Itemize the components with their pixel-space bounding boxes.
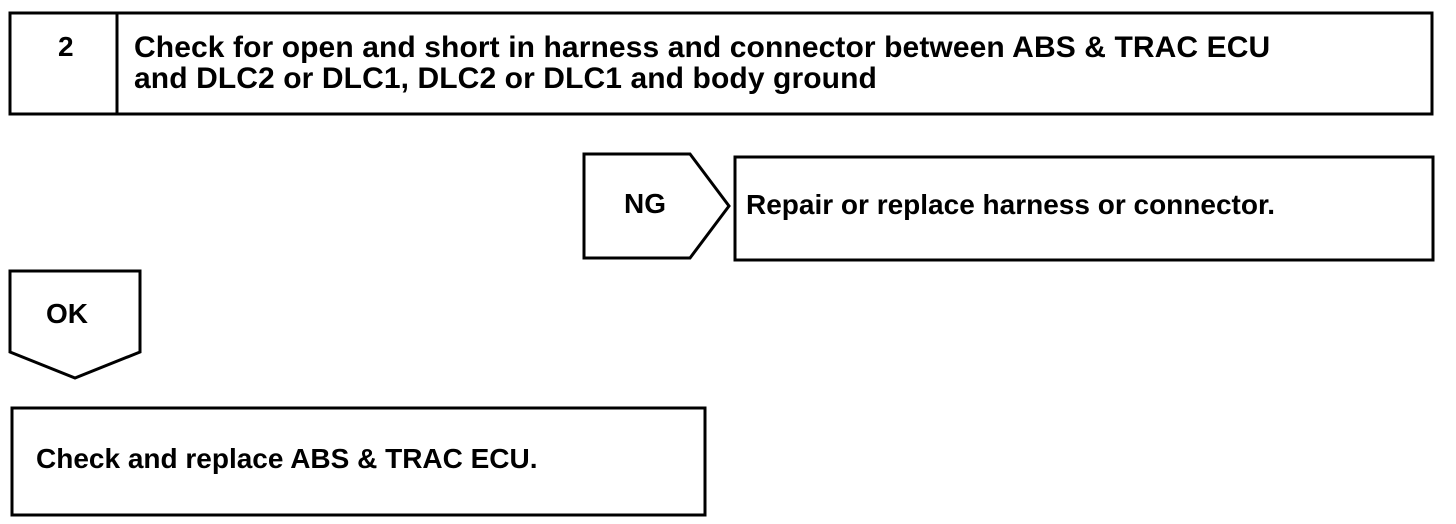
ok-label: OK <box>46 298 88 329</box>
ok-arrow-shape <box>8 269 142 380</box>
ng-result-text: Repair or replace harness or connector. <box>746 189 1276 220</box>
step-number: 2 <box>58 31 74 62</box>
ng-label: NG <box>624 188 666 219</box>
ng-arrow-shape <box>582 152 731 260</box>
ok-result-text: Check and replace ABS & TRAC ECU. <box>36 443 538 474</box>
ng-result-box <box>733 155 1435 262</box>
step-title: Check for open and short in harness and … <box>134 31 1271 95</box>
step-box <box>8 11 1434 116</box>
ok-result-box <box>10 406 707 517</box>
